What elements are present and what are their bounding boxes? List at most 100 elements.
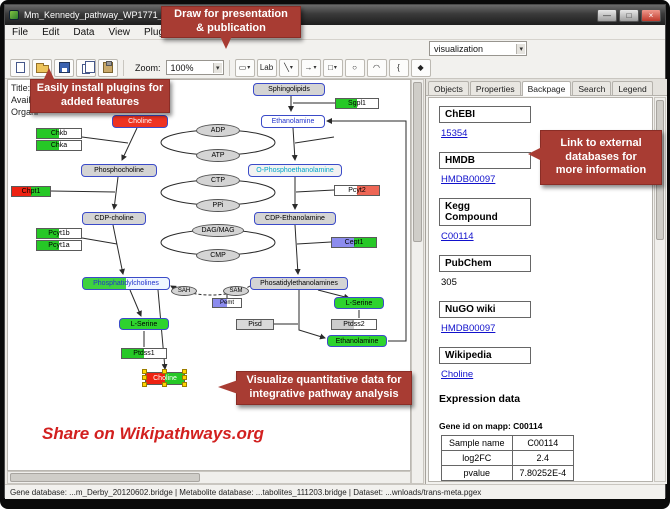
- brace-tool-button[interactable]: {: [388, 58, 409, 77]
- menubar: FileEditDataViewPluginsHelp: [5, 25, 665, 40]
- menu-edit[interactable]: Edit: [42, 26, 60, 38]
- anchor-tool-button[interactable]: ◆: [410, 58, 431, 77]
- pathway-node-pisd[interactable]: Pisd: [236, 318, 274, 330]
- pathway-node-l-serine[interactable]: L-Serine: [119, 318, 169, 330]
- selection-handle[interactable]: [182, 375, 187, 380]
- save-button[interactable]: [54, 58, 74, 77]
- new-file-button[interactable]: [10, 58, 30, 77]
- anchor-tool-icon: ◆: [417, 63, 424, 72]
- arrow-tool-button[interactable]: →▾: [300, 58, 321, 77]
- scrollbar-thumb[interactable]: [413, 82, 422, 242]
- selection-handle[interactable]: [142, 368, 147, 374]
- backpage-link[interactable]: HMDB00097: [441, 174, 496, 185]
- zoom-value: 100%: [170, 62, 194, 73]
- pathway-node-sam[interactable]: SAM: [223, 286, 249, 296]
- canvas-horizontal-scrollbar[interactable]: [7, 471, 411, 484]
- backpage-link[interactable]: C00114: [441, 231, 474, 242]
- pathway-node-l-serine[interactable]: L-Serine: [334, 297, 384, 309]
- pathway-info-label: Availa: [11, 95, 36, 105]
- pathway-node-pemt[interactable]: Pemt: [212, 298, 242, 308]
- pathway-node-ptdss1[interactable]: Ptdss1: [121, 347, 167, 359]
- backpage-section-header: Kegg Compound: [439, 198, 531, 226]
- menu-data[interactable]: Data: [73, 26, 95, 38]
- selection-handle[interactable]: [162, 381, 167, 387]
- canvas-vertical-scrollbar[interactable]: [411, 79, 424, 484]
- tab-objects[interactable]: Objects: [428, 81, 469, 95]
- pathway-node-cdp-choline[interactable]: CDP-choline: [82, 211, 146, 225]
- pathway-node-ethanolamine[interactable]: Ethanolamine: [261, 114, 325, 128]
- pathway-node-atp[interactable]: ATP: [196, 148, 240, 162]
- tab-properties[interactable]: Properties: [469, 81, 521, 95]
- pathway-node-choline[interactable]: Choline: [112, 114, 168, 128]
- menu-file[interactable]: File: [12, 26, 29, 38]
- callout-text: Visualize quantitative data for integrat…: [246, 374, 402, 400]
- callout-arrow-icon: [528, 147, 542, 161]
- pathway-node-ppi[interactable]: PPi: [196, 198, 240, 212]
- callout-text: Easily install plugins for added feature…: [36, 82, 164, 108]
- pathway-node-ptdss2[interactable]: Ptdss2: [331, 318, 377, 330]
- pathway-node-cept1[interactable]: Cept1: [331, 236, 377, 248]
- selection-handle[interactable]: [182, 368, 187, 374]
- arc-tool-button[interactable]: ◠: [366, 58, 387, 77]
- maximize-button[interactable]: □: [619, 8, 639, 22]
- menu-plugins[interactable]: Plugins: [137, 26, 184, 39]
- pathway-node-phosatidylethanolamines[interactable]: Phosatidylethanolamines: [250, 276, 348, 290]
- selection-handle[interactable]: [142, 381, 147, 387]
- copy-button[interactable]: [76, 58, 96, 77]
- pathway-node-pcyt1b[interactable]: Pcyt1b: [36, 227, 82, 239]
- selection-handle[interactable]: [182, 381, 187, 387]
- selection-handle[interactable]: [142, 375, 147, 380]
- callout-draw-for-presentation: Draw for presentation & publication: [161, 6, 301, 49]
- pathway-node-ethanolamine[interactable]: Ethanolamine: [327, 335, 387, 347]
- pathway-node-sah[interactable]: SAH: [171, 286, 197, 296]
- datanode-tool-button[interactable]: ▭▾: [234, 58, 255, 77]
- pathway-node-phosphatidylcholines[interactable]: Phosphatidylcholines: [82, 276, 170, 290]
- selection-handle[interactable]: [162, 368, 167, 374]
- backpage-link[interactable]: Choline: [441, 369, 474, 380]
- pathway-node-dag-mag[interactable]: DAG/MAG: [192, 223, 244, 237]
- zoom-select[interactable]: 100%▾: [165, 60, 224, 75]
- pathway-node-pcyt1a[interactable]: Pcyt1a: [36, 239, 82, 251]
- tab-legend[interactable]: Legend: [612, 81, 653, 95]
- backpage-link[interactable]: 15354: [441, 128, 468, 139]
- pathway-node-sgpl1[interactable]: Sgpl1: [335, 97, 379, 109]
- titlebar[interactable]: Mm_Kennedy_pathway_WP1771_45176.gpml — □…: [5, 5, 665, 25]
- pathway-node-chkb[interactable]: Chkb: [36, 127, 82, 139]
- pathway-info-label: Title:: [11, 83, 31, 93]
- pathway-node-o-phosphoethanolamine[interactable]: O-Phosphoethanolamine: [248, 163, 342, 177]
- line-tool-button[interactable]: ╲▾: [278, 58, 299, 77]
- pathway-node-phosphocholine[interactable]: Phosphocholine: [81, 163, 157, 177]
- ellipse-tool-button[interactable]: ○: [344, 58, 365, 77]
- scrollbar-thumb[interactable]: [10, 473, 200, 482]
- callout-arrow-icon: [220, 36, 232, 49]
- tab-backpage[interactable]: Backpage: [521, 81, 572, 96]
- pathway-node-chpt1[interactable]: Chpt1: [11, 185, 51, 197]
- menu-view[interactable]: View: [108, 26, 130, 38]
- pathway-node-adp[interactable]: ADP: [196, 123, 240, 137]
- label-tool-button[interactable]: Lab: [256, 58, 277, 77]
- close-button[interactable]: ×: [641, 8, 661, 22]
- chevron-down-icon: ▾: [247, 65, 251, 71]
- tab-search[interactable]: Search: [572, 81, 612, 95]
- expression-table-cell: met: [511, 480, 575, 481]
- chevron-down-icon: ▾: [516, 43, 525, 54]
- pathway-node-chka[interactable]: Chka: [36, 139, 82, 151]
- expression-data-title: Expression data: [439, 393, 521, 405]
- callout-install-plugins: Easily install plugins for added feature…: [30, 68, 170, 113]
- share-on-wikipathways-text: Share on Wikipathways.org: [42, 424, 264, 443]
- backpage-section-header: ChEBI: [439, 106, 531, 123]
- pathway-node-cmp[interactable]: CMP: [196, 248, 240, 262]
- minimize-button[interactable]: —: [597, 8, 617, 22]
- pathway-node-cdp-ethanolamine[interactable]: CDP-Ethanolamine: [254, 211, 336, 225]
- shape-tool-button[interactable]: □▾: [322, 58, 343, 77]
- pathway-node-sphingolipids[interactable]: Sphingolipids: [253, 82, 325, 96]
- pathway-node-pcyt2[interactable]: Pcyt2: [334, 184, 380, 196]
- pathway-node-ctp[interactable]: CTP: [196, 173, 240, 187]
- visualization-select[interactable]: visualization ▾: [429, 41, 527, 56]
- paste-button[interactable]: [98, 58, 118, 77]
- backpage-link[interactable]: HMDB00097: [441, 323, 496, 334]
- statusbar: Gene database: ...m_Derby_20120602.bridg…: [5, 484, 665, 499]
